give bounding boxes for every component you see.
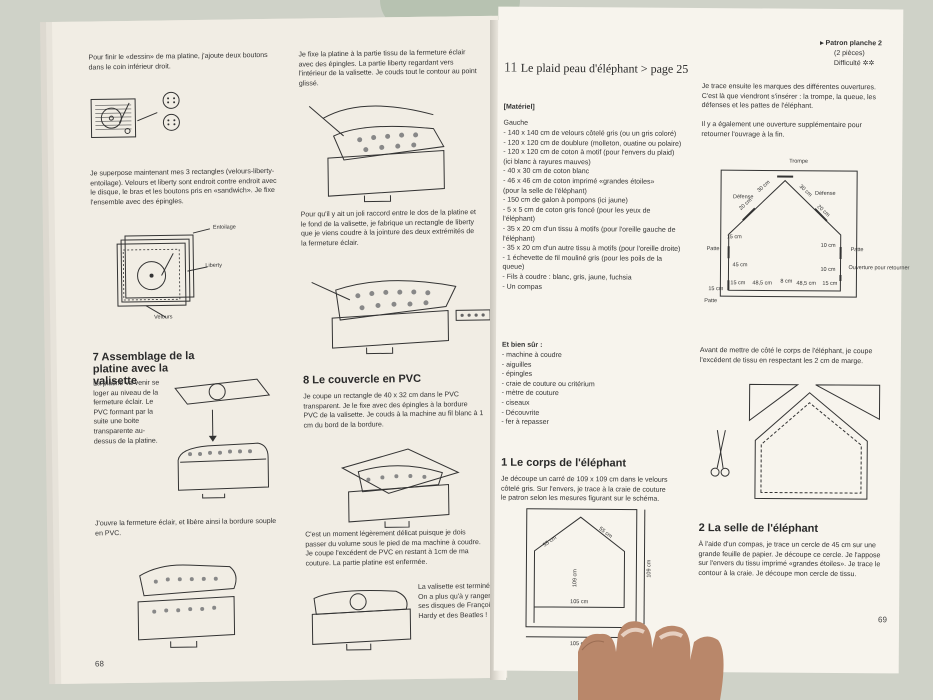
- liberty-joint-illustration: [311, 280, 491, 355]
- patron-label: ▸ Patron planche 2: [820, 39, 882, 48]
- left-col2-paragraph-2: Pour qu'il y ait un joli raccord entre l…: [300, 209, 477, 248]
- right-page: ▸ Patron planche 2 (2 pièces) Difficulté…: [493, 6, 910, 674]
- layers-illustration: [116, 228, 211, 318]
- dim-10a: 10 cm: [821, 243, 836, 249]
- right-page-number: 69: [878, 615, 887, 625]
- dim-15b: 15 cm: [730, 280, 745, 286]
- difficulty-label: Difficulté ✲✲: [833, 59, 875, 68]
- left-col2-paragraph-5: La valisette est terminée. On a plus qu'…: [417, 582, 498, 620]
- left-col1-paragraph-4: J'ouvre la fermeture éclair, et libère a…: [94, 517, 277, 538]
- step-1-number: 1: [501, 456, 508, 469]
- schema-label-105b: 105 cm: [570, 641, 588, 647]
- hand-holding-page: [578, 621, 724, 700]
- turntable-buttons-illustration: [90, 91, 180, 138]
- dim-30b: 30 cm: [798, 184, 813, 199]
- project-title-text: Le plaid peau d'éléphant > page 25: [520, 60, 689, 76]
- open-case-illustration: [137, 564, 237, 648]
- step-8-number: 8: [302, 374, 310, 387]
- label-patte-2: Patte: [851, 247, 864, 253]
- list-item: - fer à repasser: [501, 418, 549, 427]
- step-8-title: Le couvercle en PVC: [312, 372, 422, 387]
- label-defense-1: Défense: [733, 194, 754, 200]
- project-title: 11 Le plaid peau d'éléphant > page 25: [504, 61, 688, 78]
- elephant-opening-diagram: Trompe Défense Défense Patte Patte Patte…: [704, 159, 909, 304]
- bien-sur-heading: Et bien sûr :: [501, 341, 543, 349]
- label-liberty: Liberty: [205, 262, 222, 269]
- dim-10b: 10 cm: [820, 267, 835, 273]
- list-item: - Fils à coudre : blanc, gris, jaune, fu…: [502, 273, 632, 282]
- dim-30a: 30 cm: [756, 179, 771, 194]
- label-velours: Velours: [154, 314, 173, 321]
- dim-8: 8 cm: [780, 279, 792, 285]
- step-1-title: Le corps de l'éléphant: [510, 456, 627, 470]
- label-trompe: Trompe: [789, 159, 808, 165]
- step-1-text: Je découpe un carré de 109 x 109 cm dans…: [500, 475, 668, 503]
- list-item: - 35 x 20 cm d'un tissu à motifs (pour l…: [502, 225, 676, 243]
- dim-15d: 15 cm: [708, 286, 723, 292]
- project-number: 11: [503, 60, 518, 76]
- dim-485b: 48,5 cm: [796, 281, 816, 287]
- step-7-number: 7: [92, 351, 99, 364]
- left-col1-paragraph-3: La platine va venir se loger au niveau d…: [93, 379, 160, 446]
- cut-excess-illustration: [710, 383, 881, 500]
- label-patte-3: Patte: [704, 298, 717, 304]
- left-col2-paragraph-1: Je fixe la platine à la partie tissu de …: [298, 49, 477, 88]
- pinning-turntable-illustration: [308, 105, 445, 203]
- left-page-number: 68: [94, 659, 104, 669]
- schema-label-55b: 55 cm: [597, 526, 613, 540]
- elephant-body-schema: 55 cm 55 cm 109 cm 109 cm 105 cm 105 cm: [525, 508, 652, 647]
- schema-label-109a: 109 cm: [572, 569, 578, 587]
- label-entoilage: Entoilage: [212, 224, 236, 231]
- dim-15a: 15 cm: [727, 234, 742, 240]
- tools-list: - machine à coudre - aiguilles - épingle…: [501, 351, 662, 429]
- pvc-cover-illustration: [340, 448, 460, 528]
- list-item: - machine à coudre: [501, 351, 562, 360]
- right-col2-paragraph-3: Avant de mettre de côté le corps de l'él…: [699, 347, 873, 365]
- dim-15c: 15 cm: [822, 281, 837, 287]
- right-col2-paragraph-4: À l'aide d'un compas, je trace un cercle…: [698, 541, 881, 578]
- step-2-title: La selle de l'éléphant: [707, 522, 819, 535]
- left-page: Pour finir le «dessin» de ma platine, j'…: [52, 15, 508, 684]
- step-8-heading: 8 Le couvercle en PVC: [303, 373, 421, 387]
- list-item: - 5 x 5 cm de coton gris foncé (pour les…: [502, 206, 651, 224]
- left-col2-paragraph-4: C'est un moment légèrement délicat puisq…: [305, 529, 481, 568]
- schema-label-109b: 109 cm: [646, 559, 652, 577]
- right-col2-paragraph-1: Je trace ensuite les marques des différe…: [701, 83, 876, 110]
- dim-45: 45 cm: [733, 262, 748, 268]
- list-item: - Un compas: [502, 283, 543, 291]
- materials-list: - 140 x 140 cm de velours côtelé gris (o…: [502, 129, 683, 293]
- step-2-heading: 2 La selle de l'éléphant: [699, 522, 818, 535]
- finished-case-illustration: [311, 590, 412, 651]
- turntable-into-case-illustration: [174, 378, 271, 499]
- step-2-number: 2: [698, 522, 705, 535]
- left-col1-paragraph-1: Pour finir le «dessin» de ma platine, j'…: [88, 51, 268, 72]
- list-item: - ciseaux: [501, 399, 530, 407]
- left-col2-paragraph-3: Je coupe un rectangle de 40 x 32 cm dans…: [303, 391, 484, 430]
- left-col1-paragraph-2: Je superpose maintenant mes 3 rectangles…: [90, 167, 277, 207]
- materiel-heading: [Matériel]: [503, 103, 535, 111]
- schema-label-105a: 105 cm: [570, 599, 588, 605]
- label-patte-1: Patte: [707, 246, 720, 252]
- dim-485a: 48,5 cm: [752, 280, 772, 286]
- gauche-label: Gauche: [503, 119, 529, 127]
- right-col2-paragraph-2: Il y a également une ouverture supplémen…: [701, 121, 862, 139]
- label-defense-2: Défense: [815, 191, 836, 197]
- step-1-heading: 1 Le corps de l'éléphant: [501, 457, 626, 470]
- pieces-label: (2 pièces): [833, 49, 865, 58]
- schema-label-55a: 55 cm: [542, 535, 558, 549]
- list-item: - 1 échevette de fil mouliné gris (pour …: [502, 254, 663, 272]
- label-ouverture: Ouverture pour retourner: [848, 265, 909, 271]
